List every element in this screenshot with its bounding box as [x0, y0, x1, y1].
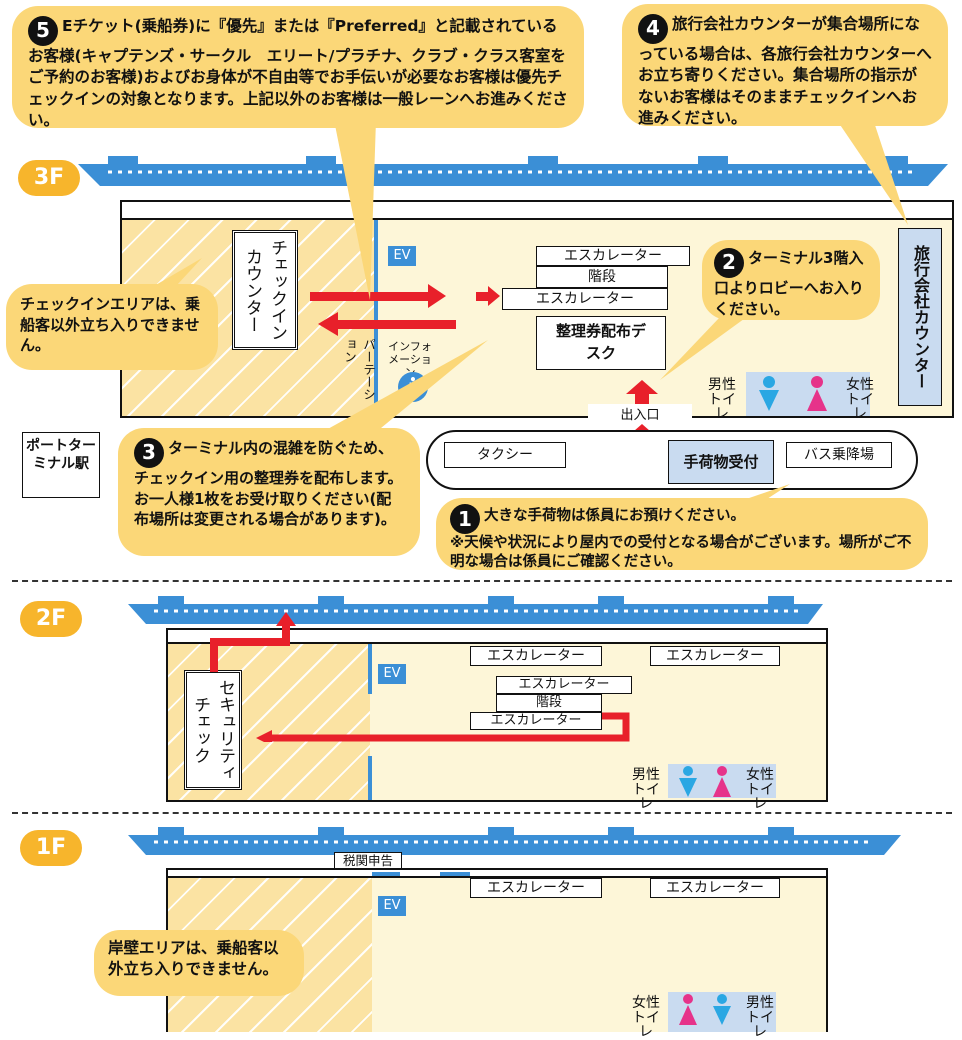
men-icon — [713, 994, 731, 1025]
women-icon — [679, 994, 697, 1025]
wall-2f-upper — [368, 644, 372, 694]
women-icon — [807, 376, 827, 411]
men-icon — [679, 766, 697, 797]
escalator-1f-a: エスカレーター — [470, 878, 602, 898]
wall-1f — [440, 872, 470, 876]
partition-wall-3f — [374, 220, 378, 416]
callout-text: ターミナル3階入口よりロビーへお入りください。 — [714, 249, 864, 318]
callout-note: ※天候や状況により屋内での受付となる場合がございます。場所がご不明な場合は係員に… — [450, 535, 912, 570]
escalator-2f-a: エスカレーター — [470, 646, 602, 666]
floor-label-2f: 2F — [20, 601, 82, 637]
port-terminal-station: ポートターミナル駅 — [22, 432, 100, 498]
callout-text: Eチケット(乗船券)に『優先』または『Preferred』と記載されているお客様… — [28, 17, 568, 130]
baggage-reception: 手荷物受付 — [668, 440, 774, 484]
men-restroom-label: 男性トイレ — [708, 377, 736, 423]
men-restroom-label: 男性トイレ — [746, 995, 774, 1040]
callout-text: ターミナル内の混雑を防ぐため、チェックイン用の整理券を配布します。お一人様1枚を… — [134, 439, 403, 529]
wall-2f-lower — [368, 756, 372, 800]
stairs-3f: 階段 — [536, 266, 668, 288]
women-restroom-label: 女性トイレ — [846, 377, 874, 423]
floor-3f-roof — [120, 200, 954, 220]
ship-3f-illustration — [78, 156, 948, 186]
checkin-counter: チェックインカウンター — [232, 230, 298, 350]
floor-label-3f: 3F — [18, 160, 80, 196]
ticket-desk: 整理券配布デスク — [536, 316, 666, 370]
bus-stop: バス乗降場 — [786, 442, 892, 468]
partition-label: パーテーション — [342, 338, 376, 401]
floor-1f-roof — [166, 868, 828, 878]
wall-1f — [372, 872, 400, 876]
ev-1f: EV — [378, 896, 406, 916]
escalator-2f-bottom: エスカレーター — [470, 712, 602, 730]
escalator-3f-bottom: エスカレーター — [502, 288, 668, 310]
callout-text: 旅行会社カウンターが集合場所になっている場合は、各旅行会社カウンターへお立ち寄り… — [638, 15, 932, 128]
callout-number: 1 — [450, 504, 480, 534]
ev-3f: EV — [388, 246, 416, 266]
floor-label-1f: 1F — [20, 830, 82, 866]
men-icon — [759, 376, 779, 411]
callout-quay-area: 岸壁エリアは、乗船客以外立ち入りできません。 — [94, 930, 304, 996]
stairs-2f: 階段 — [496, 694, 602, 712]
ship-1f-illustration — [128, 827, 901, 855]
ship-2f-illustration — [128, 596, 823, 624]
entrance-gap — [588, 404, 692, 424]
escalator-3f-top: エスカレーター — [536, 246, 690, 266]
escalator-2f-top: エスカレーター — [496, 676, 632, 694]
travel-agency-counter: 旅行会社カウンター — [898, 228, 942, 406]
callout-number: 2 — [714, 248, 744, 278]
women-restroom-label: 女性トイレ — [632, 995, 660, 1040]
women-restroom-label: 女性トイレ — [746, 767, 774, 813]
escalator-1f-b: エスカレーター — [650, 878, 780, 898]
entrance-label: 出入口 — [620, 408, 660, 423]
security-check: セキュリティチェック — [184, 670, 242, 790]
callout-text: 大きな手荷物は係員にお預けください。 — [484, 508, 745, 524]
callout-checkin-area: チェックインエリアは、乗船客以外立ち入りできません。 — [6, 284, 218, 370]
men-restroom-label: 男性トイレ — [632, 767, 660, 813]
escalator-2f-b: エスカレーター — [650, 646, 780, 666]
flow-arrows-2f — [210, 612, 630, 742]
women-icon — [713, 766, 731, 797]
floor-separator — [12, 580, 952, 582]
ev-2f: EV — [378, 664, 406, 684]
callout-number: 3 — [134, 438, 164, 468]
taxi-stand: タクシー — [444, 442, 566, 468]
floor-2f-roof — [166, 628, 828, 644]
floor-separator — [12, 812, 952, 814]
callout-number: 5 — [28, 16, 58, 46]
callout-number: 4 — [638, 14, 668, 44]
